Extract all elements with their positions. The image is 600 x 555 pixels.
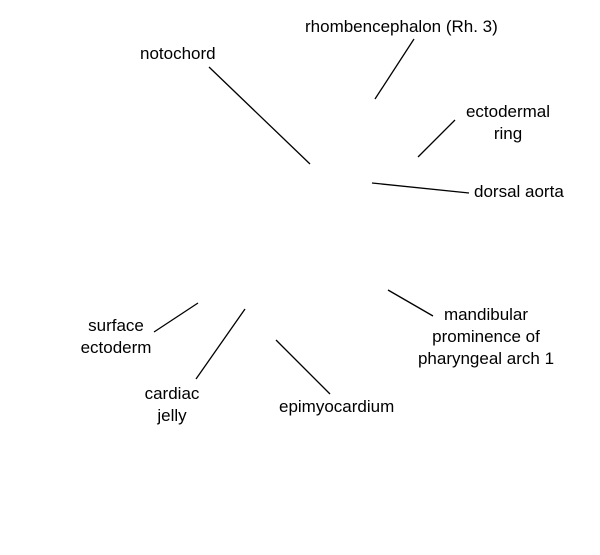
surface-ectoderm-label: surface ectoderm [70, 315, 162, 359]
mandibular-leader [387, 289, 434, 317]
mandibular-line-2: prominence of [432, 327, 540, 346]
surface-ectoderm-leader [153, 302, 199, 333]
surface-ectoderm-line-2: ectoderm [80, 338, 152, 357]
notochord-label: notochord [140, 44, 216, 63]
cardiac-jelly-line-2: jelly [157, 406, 187, 425]
rhombencephalon-leader [374, 38, 415, 100]
cardiac-jelly-line-1: cardiac [144, 384, 200, 403]
cardiac-jelly-leader [195, 308, 246, 380]
ectodermal-ring-line-2: ring [493, 124, 523, 143]
rhombencephalon-label: rhombencephalon (Rh. 3) [305, 17, 498, 36]
epimyocardium-leader [275, 339, 331, 395]
ectodermal-ring-label: ectodermal ring [458, 101, 558, 145]
epimyocardium-label: epimyocardium [279, 397, 395, 416]
ectodermal-ring-line-1: ectodermal [465, 102, 551, 121]
mandibular-line-3: pharyngeal arch 1 [417, 349, 555, 368]
notochord-leader [208, 66, 311, 165]
surface-ectoderm-line-1: surface [88, 316, 144, 335]
mandibular-line-1: mandibular [443, 305, 529, 324]
mandibular-label: mandibular prominence of pharyngeal arch… [406, 304, 566, 370]
dorsal-aorta-leader [371, 182, 470, 194]
dorsal-aorta-label: dorsal aorta [474, 182, 564, 201]
cardiac-jelly-label: cardiac jelly [132, 383, 212, 427]
ectodermal-ring-leader [417, 119, 456, 158]
